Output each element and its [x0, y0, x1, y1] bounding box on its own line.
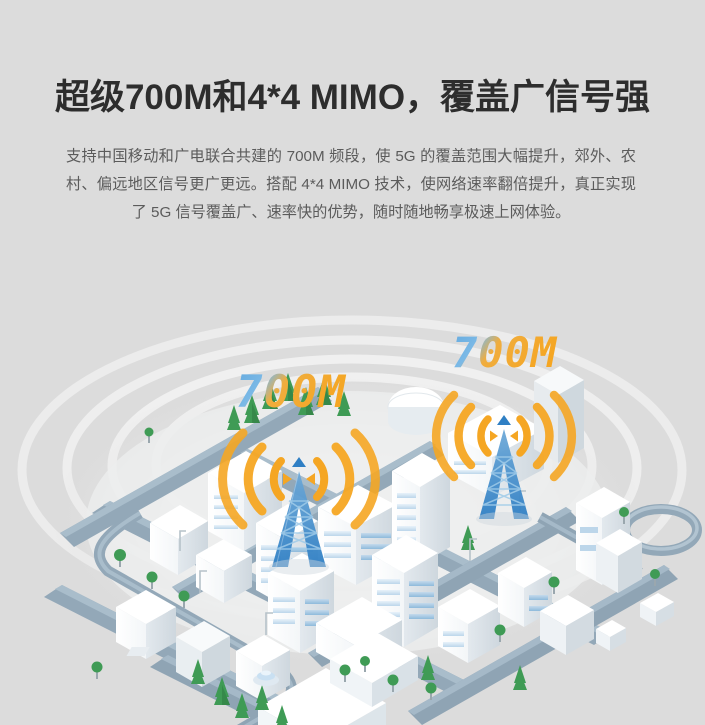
signal-arcs-left — [218, 428, 380, 530]
label-700m-left: 700M — [236, 367, 346, 418]
signal-arcs-right — [431, 390, 577, 482]
page-title: 超级700M和4*4 MIMO，覆盖广信号强 — [54, 78, 651, 118]
illustration-isometric-city: 700M — [0, 255, 705, 725]
description-paragraph: 支持中国移动和广电联合共建的 700M 频段，使 5G 的覆盖范围大幅提升，郊外… — [66, 148, 636, 222]
tower-right — [476, 415, 532, 526]
label-700m-right: 700M — [452, 328, 558, 377]
tower-left — [269, 457, 329, 575]
plaza-fountain — [253, 670, 279, 686]
trees — [91, 373, 660, 725]
tree-ball — [114, 549, 126, 567]
